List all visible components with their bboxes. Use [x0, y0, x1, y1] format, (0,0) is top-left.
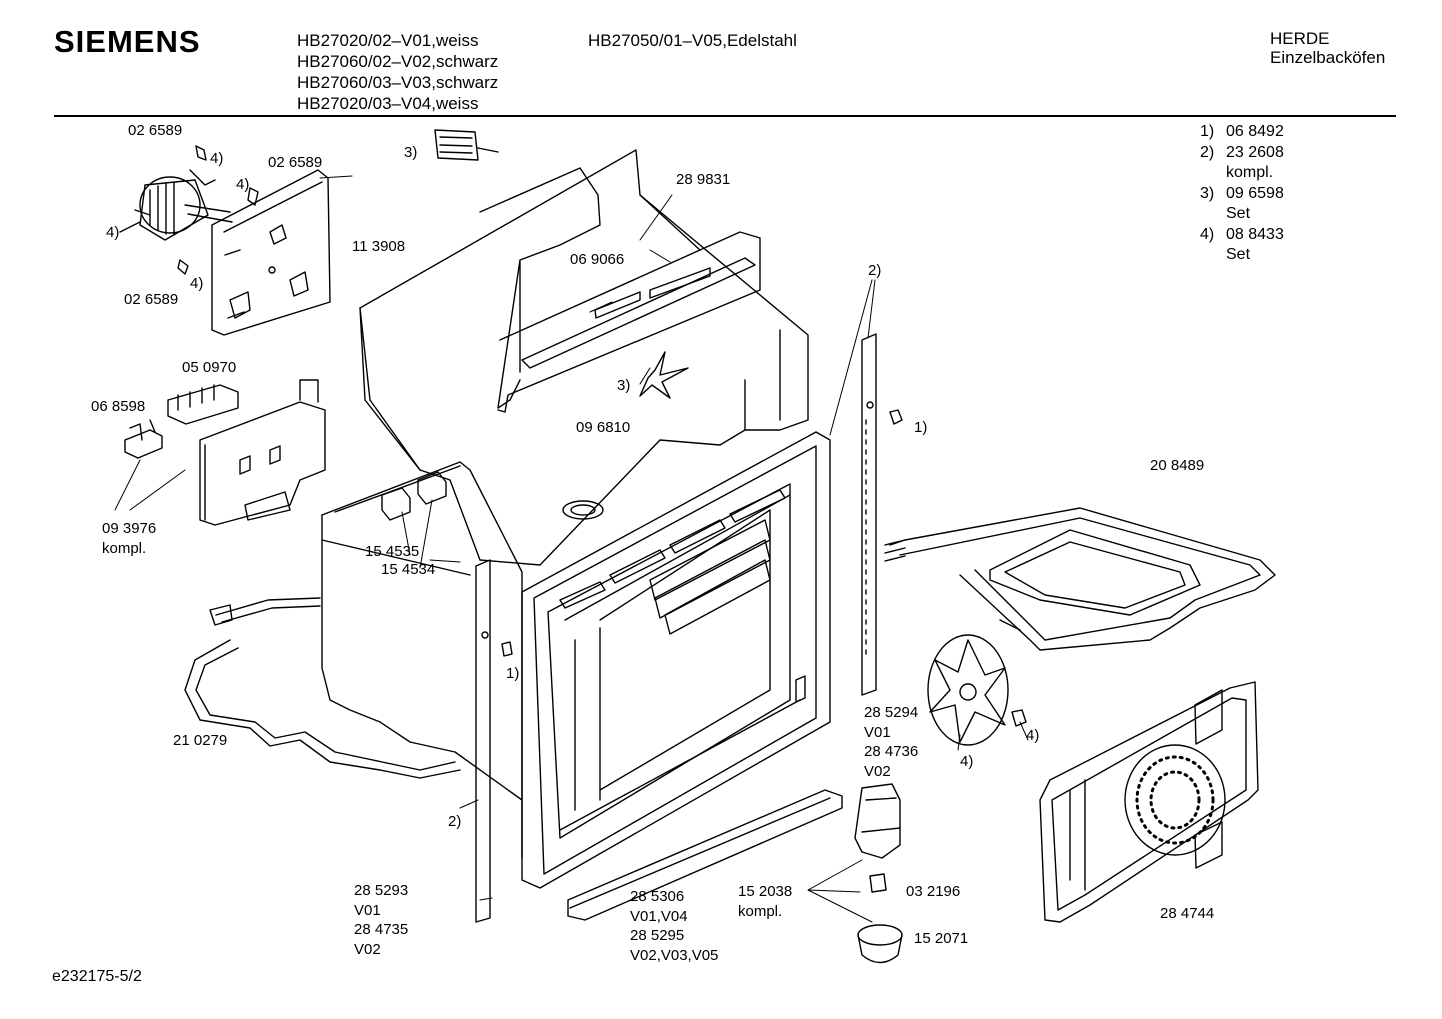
header-rule — [54, 115, 1396, 117]
legend-item-cont: kompl. — [1226, 164, 1274, 181]
fan-wheel — [927, 634, 1009, 746]
motor-bracket-113908 — [211, 169, 331, 336]
rail-285294 — [861, 333, 877, 696]
part-label: 28 9831 — [676, 171, 731, 188]
fan-small-096810 — [639, 351, 689, 399]
legend-item: 2)23 2608 — [1200, 143, 1284, 161]
model-line: HB27060/02–V02,schwarz — [297, 52, 499, 71]
note-label: 1) — [506, 665, 520, 682]
part-label: 02 6589 — [268, 154, 323, 171]
thermostats — [381, 471, 447, 521]
terminal-block — [167, 384, 239, 425]
brand-logo: SIEMENS — [54, 24, 201, 59]
part-label: 28 5306 V01,V04 28 5295 V02,V03,V05 — [630, 888, 719, 964]
model-line: HB27020/03–V04,weiss — [297, 94, 479, 113]
trim-285306 — [567, 789, 843, 921]
legend-item-cont: Set — [1226, 246, 1251, 263]
note-label: 2) — [868, 262, 882, 279]
category-line: HERDE — [1270, 29, 1330, 48]
mounting-plate — [199, 379, 326, 526]
part-label: 02 6589 — [124, 291, 179, 308]
oven-body — [321, 461, 523, 859]
nut — [1011, 709, 1027, 727]
note-label: 4) — [210, 150, 224, 167]
model-list-1: HB27020/02–V01,weiss HB27060/02–V02,schw… — [297, 30, 498, 114]
model-line: HB27020/02–V01,weiss — [297, 31, 479, 50]
spring-clip — [434, 129, 499, 161]
drawing-number: e232175-5/2 — [52, 968, 142, 985]
note-label: 1) — [914, 419, 928, 436]
legend-item: 4)08 8433 — [1200, 225, 1284, 243]
note-label: 3) — [404, 144, 418, 161]
part-label: 28 5293 V01 28 4735 V02 — [354, 882, 409, 958]
note-label: 2) — [448, 813, 462, 830]
note-label: 4) — [236, 176, 250, 193]
model-list-2: HB27050/01–V05,Edelstahl — [588, 30, 797, 51]
model-line: HB27060/03–V03,schwarz — [297, 73, 499, 92]
note-label: 3) — [617, 377, 631, 394]
part-label: 02 6589 — [128, 122, 183, 139]
note-label: 4) — [190, 275, 204, 292]
part-label: 06 8598 — [91, 398, 146, 415]
lamp-assembly — [854, 783, 903, 964]
part-label: 15 4535 — [365, 543, 420, 560]
fan-motor — [119, 169, 233, 241]
legend-item-cont: Set — [1226, 205, 1251, 222]
part-label: 15 4534 — [381, 561, 436, 578]
grill-element-208489 — [884, 507, 1276, 651]
note-label: 4) — [1026, 727, 1040, 744]
category-block: HERDE Einzelbacköfen — [1270, 29, 1385, 67]
note-label: 4) — [960, 753, 974, 770]
part-label: 09 6810 — [576, 419, 631, 436]
legend-item: 3)09 6598 — [1200, 184, 1284, 202]
rail-285293 — [475, 559, 491, 923]
air-duct-289831 — [359, 149, 809, 566]
category-line: Einzelbacköfen — [1270, 48, 1386, 67]
part-label: 15 2071 — [914, 930, 969, 947]
part-label: 06 9066 — [570, 251, 625, 268]
part-label: 28 4744 — [1160, 905, 1215, 922]
part-label: 11 3908 — [352, 238, 406, 255]
leader — [319, 175, 353, 179]
part-label: 21 0279 — [173, 732, 228, 749]
part-label: 09 3976 kompl. — [102, 520, 157, 557]
socket-068598 — [124, 419, 163, 459]
screw-1b — [501, 641, 513, 657]
note-label: 4) — [106, 224, 120, 241]
clips — [177, 145, 259, 275]
part-label: 28 5294 V01 28 4736 V02 — [864, 704, 919, 780]
part-label: 15 2038 kompl. — [738, 883, 793, 920]
part-label: 05 0970 — [182, 359, 237, 376]
leader-lines — [114, 194, 1029, 923]
model-line: HB27050/01–V05,Edelstahl — [588, 31, 797, 50]
oven-frame — [521, 431, 831, 889]
screw-1a — [889, 409, 903, 425]
bottom-element-210279 — [184, 597, 461, 779]
legend-item: 1)06 8492 — [1200, 123, 1284, 140]
part-label: 03 2196 — [906, 883, 961, 900]
part-label: 20 8489 — [1150, 457, 1205, 474]
footnote-legend: 1)06 8492 2)23 2608 kompl. 3)09 6598 Set… — [1200, 122, 1284, 266]
back-cover-284744 — [1039, 681, 1259, 923]
